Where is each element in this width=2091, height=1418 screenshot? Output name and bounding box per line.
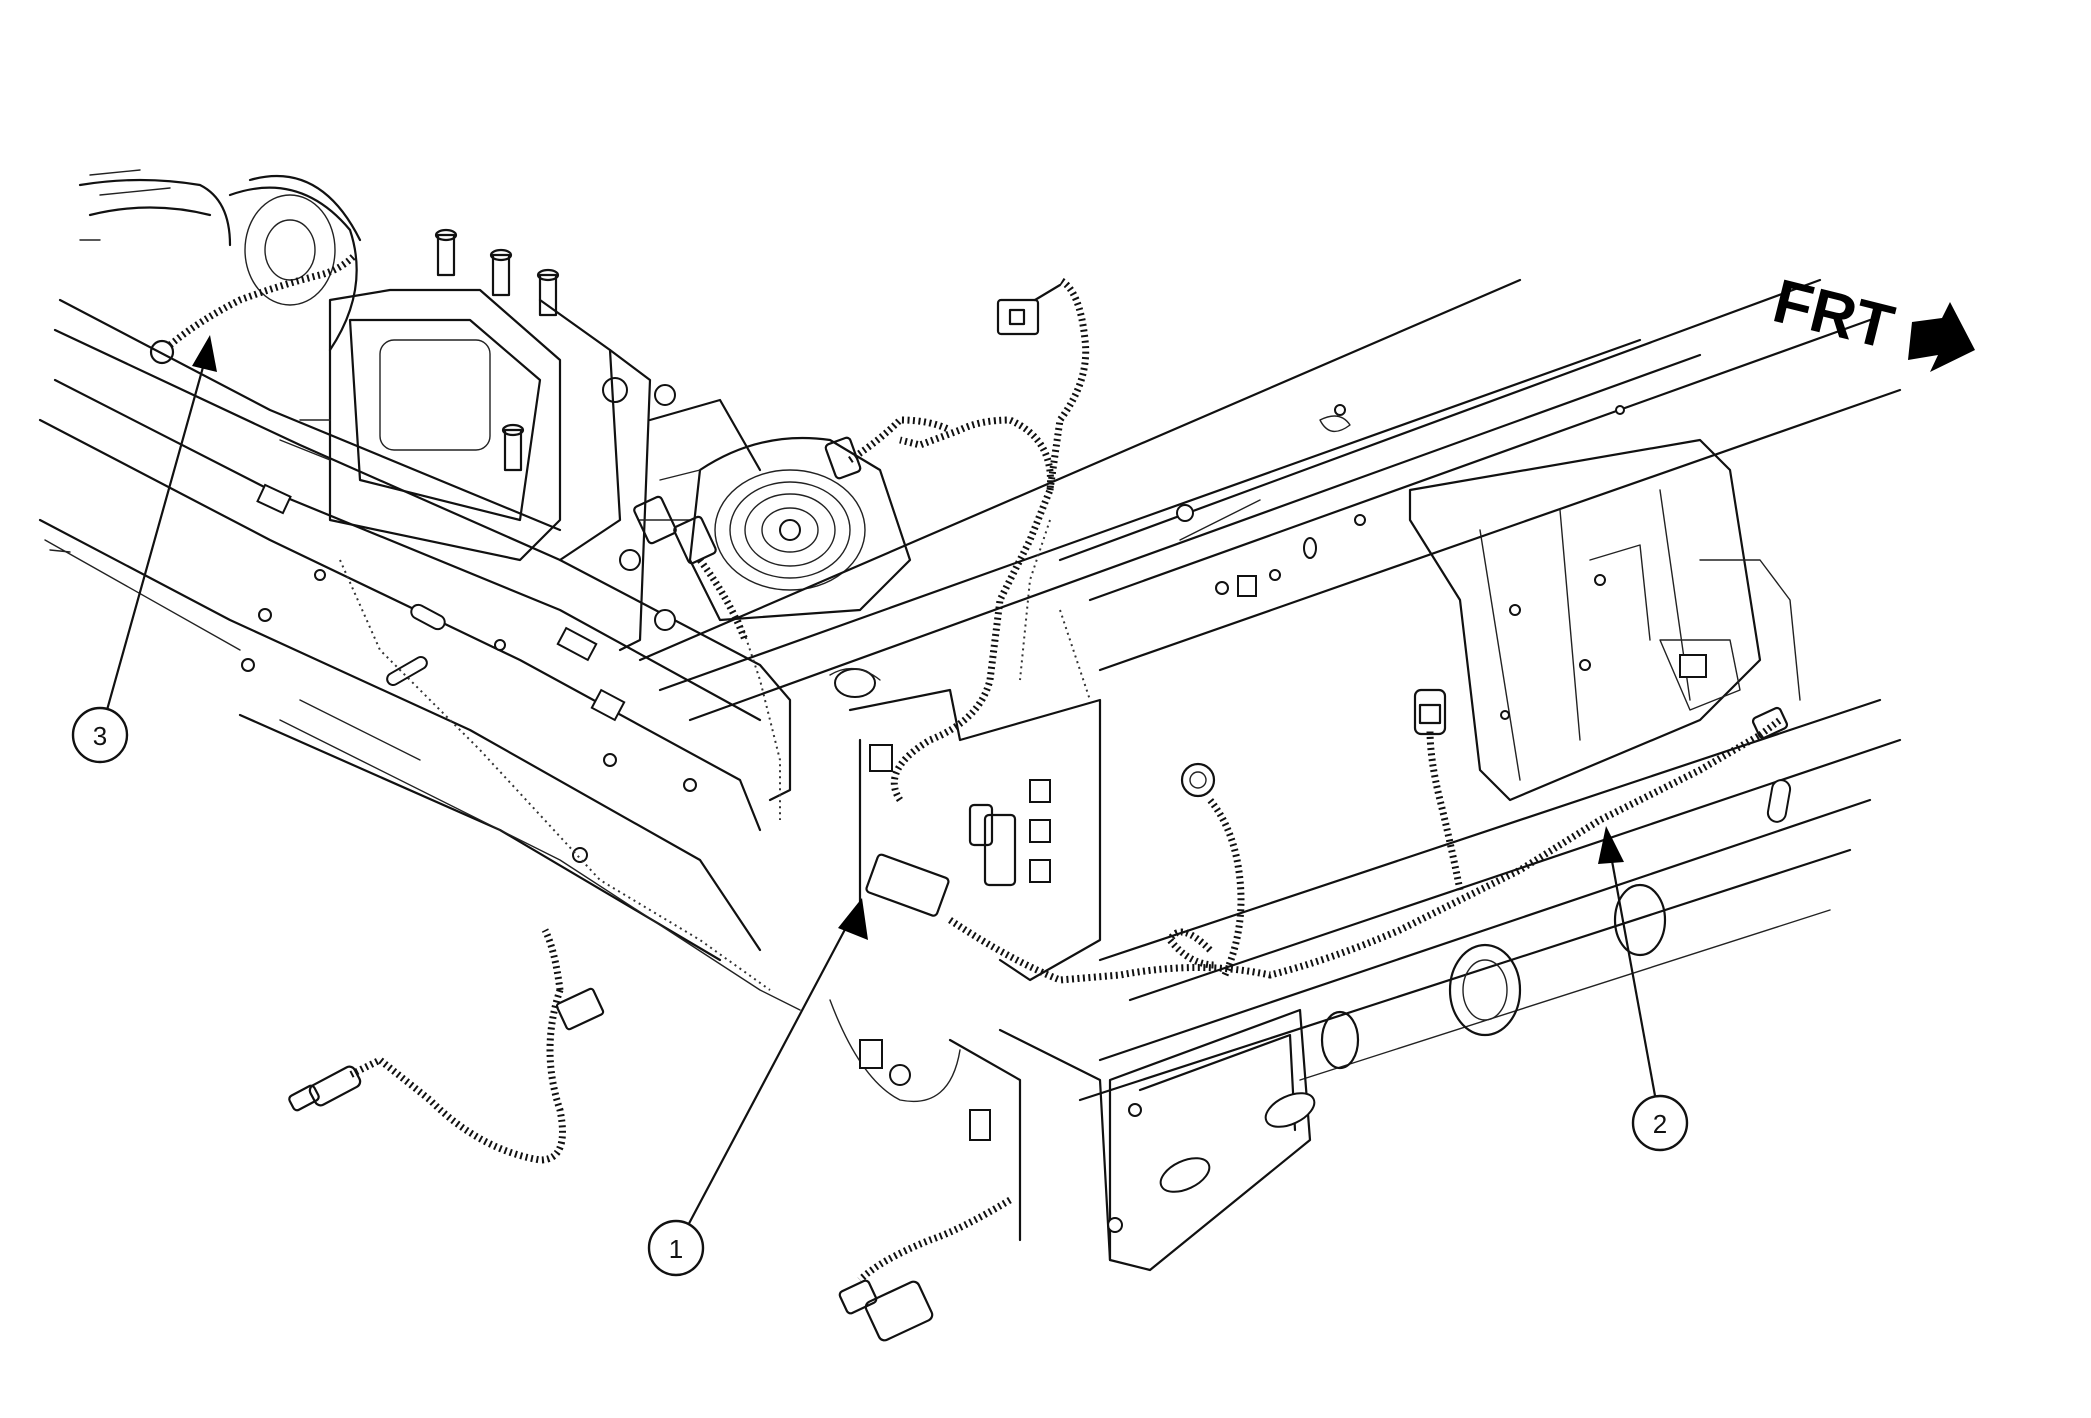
callout-2: 2 <box>1598 826 1689 1152</box>
mount-studs <box>434 228 676 631</box>
fender-shield <box>1408 438 1801 802</box>
callout-3-circle <box>71 706 129 764</box>
callout-1: 1 <box>647 898 868 1277</box>
frt-label: FRT <box>1767 267 1901 363</box>
callout-1-number: 1 <box>669 1234 683 1264</box>
right-frame-rail <box>1078 698 1902 1102</box>
callout-2-number: 2 <box>1653 1109 1667 1139</box>
crossmember <box>638 278 1902 722</box>
callout-1-arrowhead <box>838 898 868 940</box>
callout-2-arrowhead <box>1598 826 1624 864</box>
wiring-harness <box>149 252 1789 1342</box>
callout-2-circle <box>1631 1094 1689 1152</box>
ac-compressor <box>639 398 912 622</box>
arrow-right-icon <box>1908 302 1975 372</box>
left-frame-rail <box>38 298 801 1011</box>
bumper-bracket <box>829 999 1316 1272</box>
front-direction-indicator: FRT <box>1767 267 1975 372</box>
callout-3: 3 <box>71 335 217 764</box>
center-bracket <box>829 667 1102 982</box>
callout-3-number: 3 <box>93 721 107 751</box>
callout-1-circle <box>647 1219 705 1277</box>
engine-mount-area <box>78 169 676 652</box>
callout-3-arrowhead <box>192 335 217 372</box>
